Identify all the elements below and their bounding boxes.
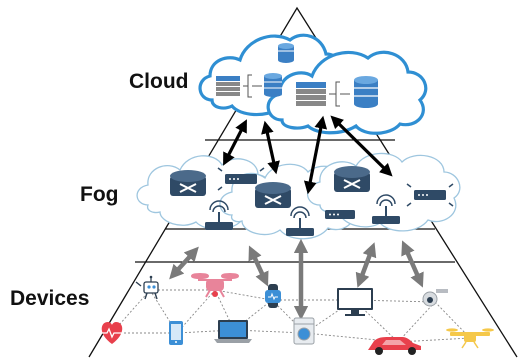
switch-icon-2	[325, 210, 355, 219]
switch-icon-3	[406, 183, 454, 207]
drone-icon	[191, 273, 239, 298]
washing-machine-icon	[293, 317, 315, 345]
cloud-database-icon-3	[354, 76, 378, 108]
cloud-server-rack-icon-2	[296, 82, 326, 106]
router-icon-1	[170, 170, 206, 196]
router-icon-3	[334, 166, 370, 192]
cloud-fog-arrows	[223, 115, 393, 195]
uav-icon	[446, 328, 494, 349]
access-point-icon-1	[205, 200, 233, 230]
cloud-tier-label: Cloud	[129, 70, 189, 93]
heart-rate-icon	[101, 322, 123, 344]
cloud-bracket-2	[329, 81, 350, 107]
fog-tier-label: Fog	[80, 183, 119, 206]
cloud-bracket-1	[243, 74, 262, 98]
cloud-database-icon-2	[278, 43, 294, 63]
car-icon	[368, 337, 421, 355]
devices-tier-label: Devices	[10, 287, 90, 310]
smartwatch-icon	[265, 284, 281, 308]
monitor-icon	[337, 288, 373, 316]
cloud-database-icon-1	[264, 73, 282, 97]
cloud-server-rack-icon-1	[216, 76, 240, 96]
fog-device-arrows	[169, 238, 424, 321]
security-camera-icon	[422, 289, 448, 307]
fog-clouds	[136, 152, 461, 240]
robot-icon	[135, 275, 159, 300]
access-point-icon-3	[372, 194, 400, 224]
smartphone-icon	[169, 321, 183, 345]
device-links	[111, 289, 471, 343]
access-point-icon-2	[286, 206, 314, 236]
laptop-icon	[214, 320, 252, 343]
router-icon-2	[255, 182, 291, 208]
